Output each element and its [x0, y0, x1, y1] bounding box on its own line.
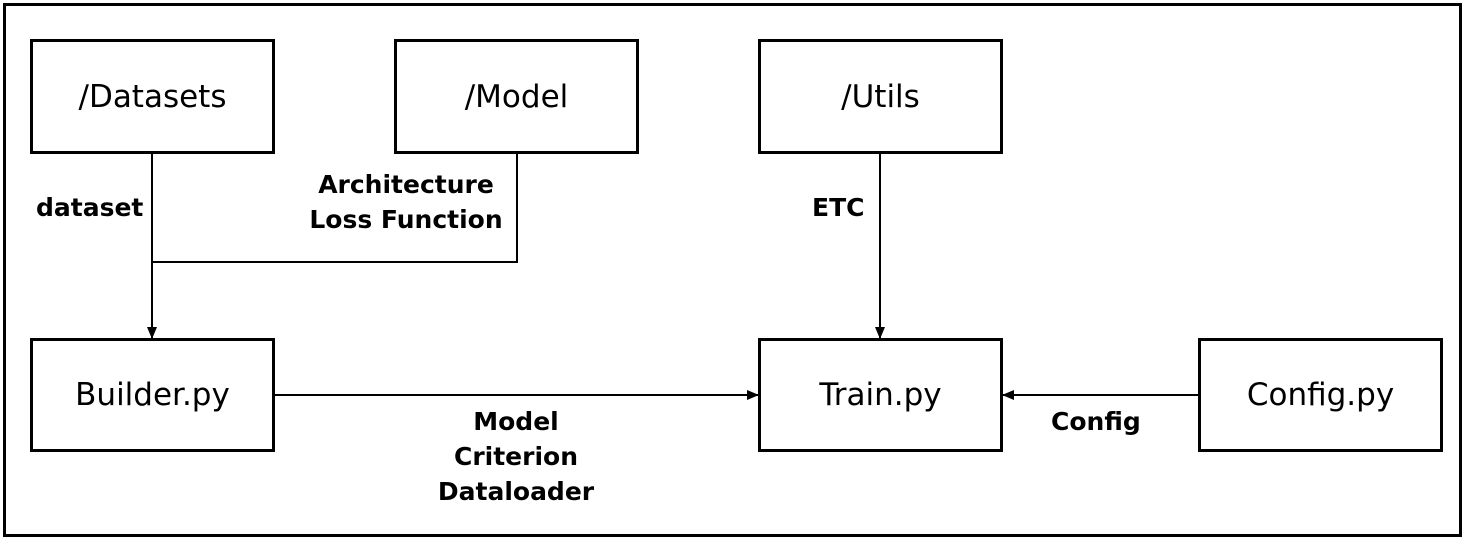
- edge-label-line: Criterion: [453, 442, 579, 471]
- builder-node: Builder.py: [30, 338, 275, 452]
- diagram-frame: [3, 3, 1462, 537]
- model-edge-label: Architecture Loss Function: [306, 167, 506, 237]
- utils-edge-label: ETC: [812, 190, 864, 225]
- datasets-node: /Datasets: [30, 39, 275, 154]
- edge-label-line: Dataloader: [437, 477, 595, 506]
- builder-edge-label: Model Criterion Dataloader: [416, 404, 616, 509]
- model-node: /Model: [394, 39, 639, 154]
- config-edge-label: Config: [1051, 404, 1141, 439]
- train-node: Train.py: [758, 338, 1003, 452]
- edge-label-line: dataset: [36, 193, 144, 222]
- config-node: Config.py: [1198, 338, 1443, 452]
- model-to-builder-line: [152, 153, 518, 263]
- edge-label-line: Config: [1051, 407, 1141, 436]
- edge-label-line: Loss Function: [309, 205, 503, 234]
- edge-label-line: Model: [473, 407, 559, 436]
- utils-node: /Utils: [758, 39, 1003, 154]
- edge-label-line: ETC: [812, 193, 865, 222]
- datasets-edge-label: dataset: [36, 190, 143, 225]
- edge-label-line: Architecture: [318, 170, 494, 199]
